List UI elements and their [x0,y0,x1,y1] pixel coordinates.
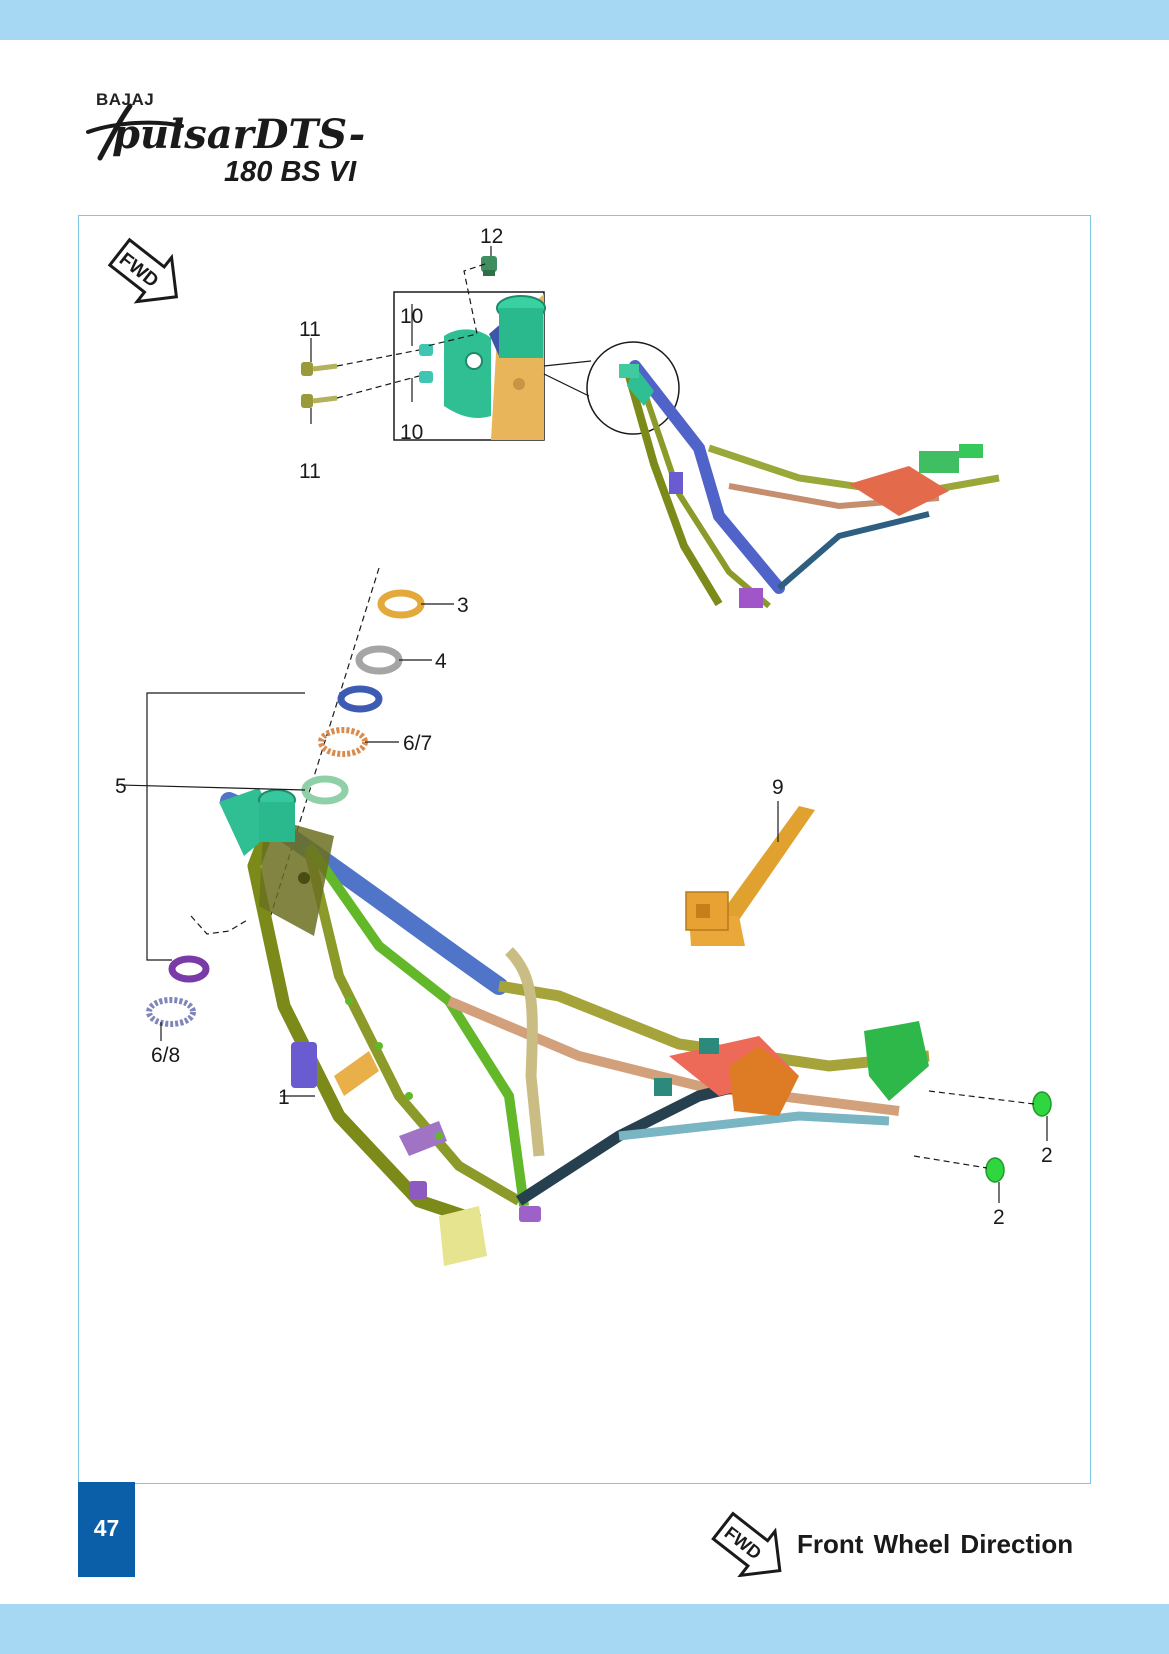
fwd-legend-label: Front Wheel Direction [797,1529,1074,1559]
fwd-legend-icon: FWD [711,1511,782,1577]
brand-maker: BAJAJ [96,90,155,109]
fwd-arrow-icon: FWD [107,237,179,304]
callout-10-lower: 10 [400,421,423,444]
zoom-circle [586,341,680,435]
brand-model: 180 BS VI [224,156,357,188]
callout-12: 12 [480,225,503,248]
dashed-guides [336,263,1035,1169]
brand-logo-block: BAJAJ pulsarDTS-i 180 BS VI [86,86,386,196]
callout-10-upper: 10 [400,305,423,328]
callout-6-8: 6/8 [151,1044,180,1067]
rubber-cap-2-lower [985,1157,1005,1183]
page-number-badge: 47 [78,1482,135,1577]
small-frame-view [619,360,1000,609]
bolt-11-upper [301,362,338,376]
callout-5: 5 [115,775,127,798]
callout-9: 9 [772,776,784,799]
logo-wordmark: pulsarDTS-i [112,111,366,158]
callout-3: 3 [457,594,469,617]
callout-6-7: 6/7 [403,732,432,755]
headstock-inset [393,291,546,441]
cap-12 [481,256,497,276]
main-frame-view [219,788,930,1266]
callout-1: 1 [278,1086,290,1109]
callout-11-lower: 11 [299,460,321,483]
part-9-bracket [685,806,815,946]
rubber-cap-2-upper [1032,1091,1052,1117]
callout-2-upper: 2 [1041,1144,1053,1167]
leader-lines [120,246,1048,1203]
exploded-frame-diagram: FWD [107,225,1053,1266]
bottom-band [0,1604,1169,1654]
callout-11-upper: 11 [299,318,321,341]
top-band [0,0,1169,40]
fwd-legend: FWD Front Wheel Direction [704,1505,1104,1577]
diagram-frame: FWD [78,215,1091,1484]
bolt-11-lower [301,394,338,408]
callout-2-lower: 2 [993,1206,1005,1229]
pulsar-logo: pulsarDTS-i [86,103,366,161]
callout-4: 4 [435,650,447,673]
